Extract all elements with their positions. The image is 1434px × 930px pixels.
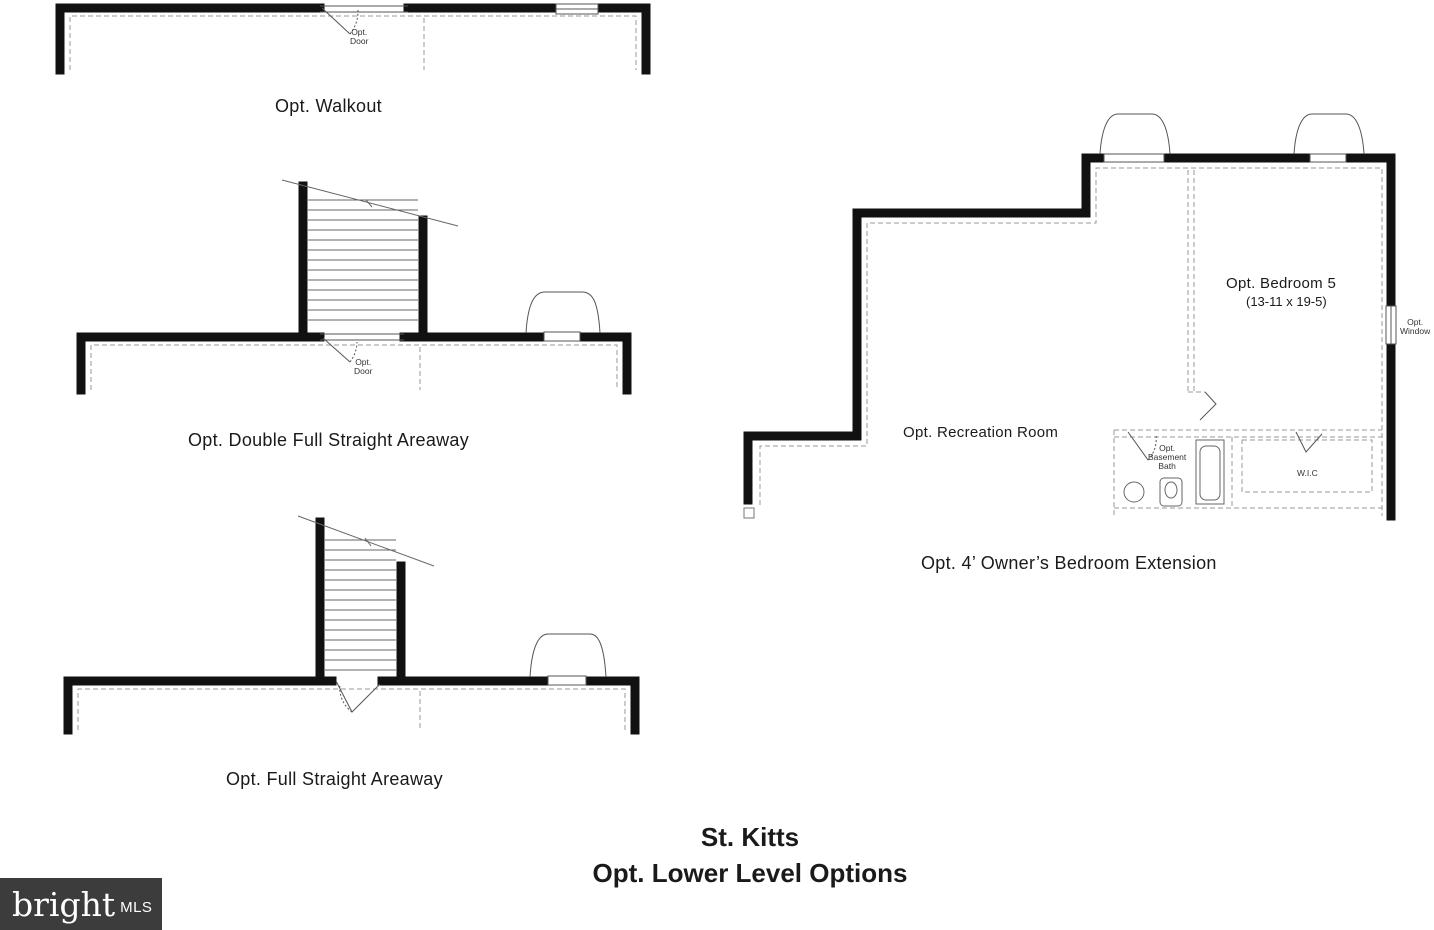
extension-side-window-icon [1385,305,1397,345]
walkout-door-label-line2: Door [350,36,369,46]
walkout-walls [55,3,651,75]
full-areaway-interior-lines [77,688,626,730]
walkout-interior-lines [69,15,637,70]
extension-door-swings [1127,391,1323,461]
extension-entry-marker [743,507,755,519]
full-areaway-caption: Opt. Full Straight Areaway [226,769,443,789]
walkout-caption: Opt. Walkout [275,96,382,116]
full-areaway-window-well-icon [529,633,607,686]
full-areaway-plan [63,515,640,735]
double-areaway-window-well-icon [525,291,601,342]
side-window-label: Opt. Window [1400,318,1430,336]
full-areaway-walls [63,517,640,735]
walk-in-closet-label: W.I.C [1297,468,1318,478]
full-areaway-stairs [297,515,435,671]
bedroom-extension-caption: Opt. 4’ Owner’s Bedroom Extension [921,553,1217,573]
double-areaway-stairs [281,179,459,321]
walkout-door-label-line1: Opt. [351,27,368,37]
double-areaway-plan [76,179,632,395]
plan-subtitle: Opt. Lower Level Options [592,858,908,888]
bedroom-extension-plan [743,113,1397,521]
full-areaway-door-icon [335,680,381,713]
basement-bath-label-line3: Bath [1158,461,1176,471]
extension-walls [743,153,1396,521]
basement-bath-label-line2: Basement [1148,452,1187,462]
double-areaway-interior-lines [90,344,618,390]
basement-bath-label: Opt. Basement Bath [1148,444,1186,471]
side-window-label-line2: Window [1400,326,1431,336]
walkout-plan [55,3,651,75]
side-window-label-line1: Opt. [1407,317,1424,327]
double-areaway-caption: Opt. Double Full Straight Areaway [188,430,470,450]
bath-fixtures-icon [1123,439,1225,507]
double-areaway-door-label-line1: Opt. [355,357,372,367]
bedroom-5-dimensions: (13-11 x 19-5) [1246,294,1327,309]
extension-interior-lines [759,167,1383,516]
plan-title: St. Kitts [700,822,800,852]
walkout-window-icon [555,3,599,15]
double-areaway-door-label-line2: Door [354,366,373,376]
walkout-door-label: Opt. Door [350,28,368,46]
bright-mls-watermark: bright MLS [0,878,162,930]
extension-window-well-right-icon [1293,113,1365,163]
watermark-brand: bright [12,884,116,924]
double-areaway-walls [76,181,632,395]
walkout-door-icon [320,5,408,35]
watermark-suffix: MLS [120,898,153,916]
bedroom-5-label: Opt. Bedroom 5 [1226,275,1337,292]
basement-bath-label-line1: Opt. [1159,443,1176,453]
double-areaway-door-label: Opt. Door [354,358,372,376]
double-areaway-door-icon [320,333,404,363]
recreation-room-label: Opt. Recreation Room [903,424,1059,441]
extension-window-well-left-icon [1099,113,1171,163]
